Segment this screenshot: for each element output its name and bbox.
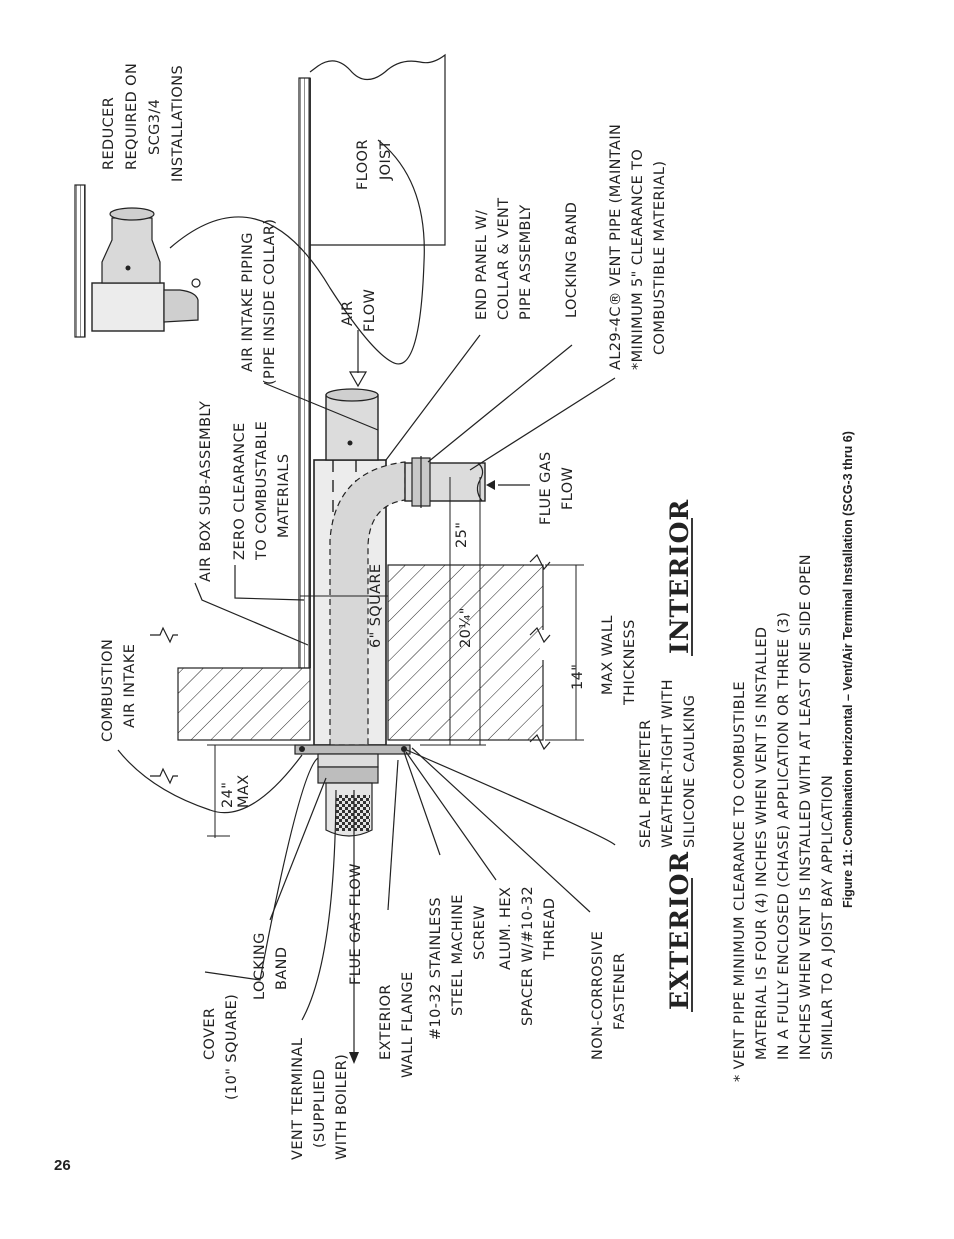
svg-text:END PANEL W/: END PANEL W/ (474, 210, 490, 320)
svg-text:FLOW: FLOW (560, 467, 576, 510)
svg-text:WEATHER-TIGHT WITH: WEATHER-TIGHT WITH (660, 679, 676, 848)
svg-text:NON-CORROSIVE: NON-CORROSIVE (590, 931, 606, 1060)
label-air-box: AIR BOX SUB-ASSEMBLY (198, 401, 214, 582)
dim-20-quarter: 20¼" (458, 607, 474, 648)
svg-text:SCG3/4: SCG3/4 (147, 99, 163, 155)
svg-text:BAND: BAND (274, 947, 290, 990)
svg-text:EXTERIOR: EXTERIOR (378, 984, 394, 1060)
svg-text:FLOOR: FLOOR (355, 139, 371, 190)
label-combustion-air: COMBUSTION AIR INTAKE (100, 639, 138, 742)
label-floor-joist: FLOOR JOIST (355, 139, 394, 190)
label-air-flow: AIR FLOW (340, 289, 378, 332)
svg-text:*MINIMUM 5" CLEARANCE TO: *MINIMUM 5" CLEARANCE TO (630, 149, 646, 370)
reducer-inset (74, 184, 201, 338)
svg-text:IN A FULLY ENCLOSED (CHASE) AP: IN A FULLY ENCLOSED (CHASE) APPLICATION … (776, 612, 792, 1060)
vent-terminal (317, 753, 379, 768)
svg-text:LOCKING: LOCKING (252, 932, 268, 1000)
svg-text:WITH BOILER): WITH BOILER) (334, 1054, 350, 1160)
svg-text:INSTALLATIONS: INSTALLATIONS (170, 65, 186, 182)
label-hex-spacer: ALUM. HEX SPACER W/#10-32 THREAD (498, 886, 558, 1026)
svg-text:(SUPPLIED: (SUPPLIED (312, 1069, 328, 1148)
dim-24-max: 24" MAX (220, 774, 252, 808)
svg-text:REDUCER: REDUCER (101, 97, 117, 170)
svg-text:COLLAR & VENT: COLLAR & VENT (496, 197, 512, 320)
label-vent-terminal: VENT TERMINAL (SUPPLIED WITH BOILER) (290, 1038, 350, 1160)
rim-board (298, 77, 311, 669)
svg-text:* VENT PIPE MINIMUM CLEARANCE: * VENT PIPE MINIMUM CLEARANCE TO COMBUST… (732, 681, 748, 1082)
figure-caption: Figure 11: Combination Horizontal – Vent… (841, 431, 855, 908)
svg-text:SEAL PERIMETER: SEAL PERIMETER (638, 719, 654, 848)
svg-text:VENT TERMINAL: VENT TERMINAL (290, 1038, 306, 1160)
dim-25: 25" (454, 522, 470, 548)
label-exterior-wall-flange: EXTERIOR WALL FLANGE (378, 971, 416, 1078)
page-number: 26 (54, 1157, 71, 1174)
vent-elbow (329, 461, 406, 746)
label-vent-pipe: AL29-4C® VENT PIPE (MAINTAIN *MINIMUM 5"… (608, 124, 668, 370)
svg-text:TO COMBUSTABLE: TO COMBUSTABLE (254, 421, 270, 561)
svg-text:SIMILAR TO A JOIST BAY APPLICA: SIMILAR TO A JOIST BAY APPLICATION (820, 775, 836, 1060)
label-machine-screw: #10-32 STAINLESS STEEL MACHINE SCREW (428, 894, 488, 1040)
label-locking-band-bottom: LOCKING BAND (252, 932, 290, 1000)
svg-text:REQUIRED ON: REQUIRED ON (124, 63, 140, 170)
label-locking-band-top: LOCKING BAND (564, 202, 580, 318)
svg-text:THICKNESS: THICKNESS (622, 619, 638, 706)
svg-text:ZERO CLEARANCE: ZERO CLEARANCE (232, 422, 248, 560)
label-zero-clearance: ZERO CLEARANCE TO COMBUSTABLE MATERIALS (232, 421, 292, 561)
svg-text:FLOW: FLOW (362, 289, 378, 332)
svg-text:STEEL MACHINE: STEEL MACHINE (450, 894, 466, 1016)
leader-lines (117, 139, 616, 1064)
label-flue-gas-flow-exterior: FLUE GAS FLOW (348, 863, 364, 985)
label-air-intake-piping: AIR INTAKE PIPING (PIPE INSIDE COLLAR) (240, 219, 278, 385)
dimension-lines (207, 477, 584, 838)
svg-text:JOIST: JOIST (378, 140, 394, 181)
svg-text:(10" SQUARE): (10" SQUARE) (224, 994, 240, 1100)
svg-text:AIR: AIR (340, 301, 356, 326)
exterior-wall-flange (294, 744, 411, 755)
svg-text:AL29-4C® VENT PIPE (MAINTAIN: AL29-4C® VENT PIPE (MAINTAIN (608, 124, 624, 370)
svg-text:MATERIAL IS FOUR (4) INCHES WH: MATERIAL IS FOUR (4) INCHES WHEN VENT IS… (754, 627, 770, 1061)
svg-text:AIR INTAKE PIPING: AIR INTAKE PIPING (240, 232, 256, 372)
svg-text:INCHES WHEN VENT IS INSTALLED: INCHES WHEN VENT IS INSTALLED WITH AT LE… (798, 554, 814, 1060)
svg-text:MATERIALS: MATERIALS (276, 454, 292, 538)
floor-joist (309, 53, 446, 246)
drawing-geometry (74, 53, 616, 1064)
svg-text:MAX: MAX (236, 774, 252, 808)
svg-text:14": 14" (570, 664, 586, 690)
dim-14-wall: 14" MAX WALL THICKNESS (570, 615, 638, 706)
svg-text:ALUM. HEX: ALUM. HEX (498, 887, 514, 970)
air-intake-pipe (325, 394, 379, 461)
exterior-label: EXTERIOR (665, 851, 694, 1010)
clearance-note: * VENT PIPE MINIMUM CLEARANCE TO COMBUST… (732, 554, 836, 1082)
svg-text:#10-32 STAINLESS: #10-32 STAINLESS (428, 897, 444, 1040)
wall-section (387, 564, 544, 741)
svg-text:COMBUSTION: COMBUSTION (100, 639, 116, 742)
label-fastener: NON-CORROSIVE FASTENER (590, 931, 628, 1060)
interior-label: INTERIOR (665, 499, 694, 654)
svg-text:24": 24" (220, 782, 236, 808)
label-seal-perimeter: SEAL PERIMETER WEATHER-TIGHT WITH SILICO… (638, 679, 698, 848)
label-end-panel: END PANEL W/ COLLAR & VENT PIPE ASSEMBLY (474, 197, 534, 320)
svg-text:PIPE ASSEMBLY: PIPE ASSEMBLY (518, 204, 534, 320)
label-flue-gas-flow-interior: FLUE GAS FLOW (538, 451, 576, 525)
svg-text:COVER: COVER (202, 1008, 218, 1060)
svg-text:FLUE GAS: FLUE GAS (538, 451, 554, 525)
label-cover: COVER (10" SQUARE) (202, 994, 240, 1100)
svg-text:SCREW: SCREW (472, 905, 488, 960)
svg-text:THREAD: THREAD (542, 898, 558, 961)
svg-text:AIR INTAKE: AIR INTAKE (122, 644, 138, 728)
svg-text:SILICONE CAULKING: SILICONE CAULKING (682, 695, 698, 848)
sill-plate (177, 667, 311, 741)
svg-text:(PIPE INSIDE COLLAR): (PIPE INSIDE COLLAR) (262, 219, 278, 385)
dim-6-square: 6" SQUARE (368, 564, 384, 649)
svg-text:SPACER W/#10-32: SPACER W/#10-32 (520, 886, 536, 1026)
svg-text:FASTENER: FASTENER (612, 953, 628, 1030)
svg-text:MAX WALL: MAX WALL (600, 615, 616, 695)
label-reducer: REDUCER REQUIRED ON SCG3/4 INSTALLATIONS (101, 63, 186, 182)
svg-text:WALL FLANGE: WALL FLANGE (400, 971, 416, 1078)
svg-text:COMBUSTIBLE MATERIAL): COMBUSTIBLE MATERIAL) (652, 161, 668, 355)
locking-band-bottom (317, 766, 379, 784)
